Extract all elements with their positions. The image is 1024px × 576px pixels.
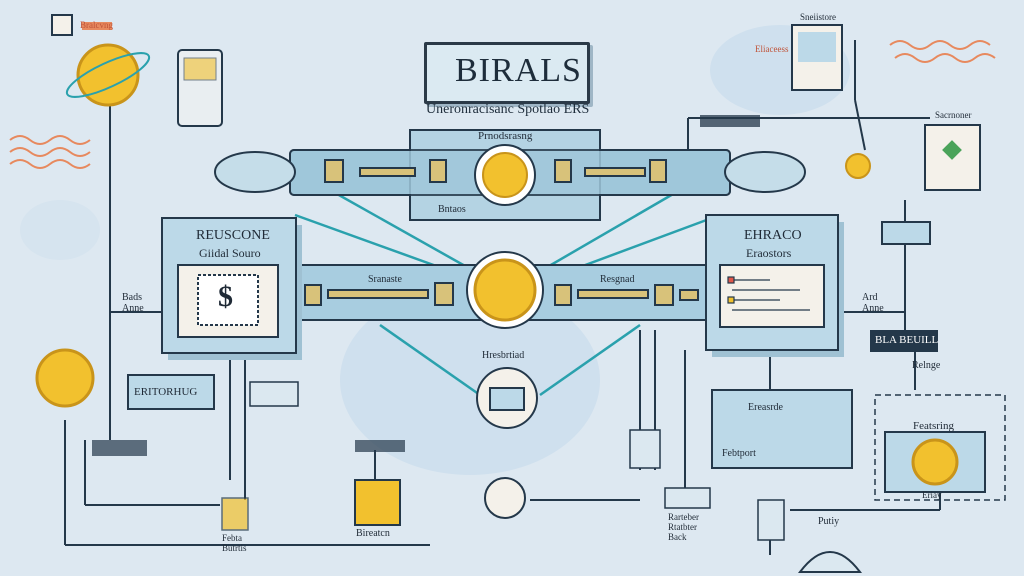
top-bar-label: Prnodsrasng — [478, 130, 533, 142]
dollar-symbol: $ — [218, 280, 233, 313]
top-bar-pipes — [324, 159, 667, 183]
lower-right-panel-label: Ereasrde — [748, 402, 783, 413]
center-bar-pipes — [304, 282, 699, 306]
top-right-barcode — [700, 115, 760, 127]
wave-decoration-left — [9, 135, 91, 169]
lower-right-panel-sublabel: Febtport — [722, 448, 756, 459]
bottom-left-label: Febta Butrtis — [222, 533, 247, 553]
bottom-far-right-label: Putiy — [818, 516, 840, 527]
hub-label: Hresbrtiad — [482, 350, 525, 361]
left-small-box-label: ERITORHUG — [134, 386, 198, 398]
coin-left — [35, 348, 95, 408]
left-barcode — [92, 440, 147, 456]
right-panel-heading: EHRACO — [744, 228, 802, 243]
diagram-title: BIRALS — [455, 52, 582, 89]
background-blob — [340, 285, 600, 475]
top-left-tag — [82, 22, 112, 30]
bottom-right-box-sublabel: Eriay — [922, 490, 942, 500]
top-right-tag-label: Eliaceess — [755, 44, 789, 54]
hub-screen — [489, 387, 525, 411]
ledger-lines — [727, 276, 810, 311]
ledger-card — [719, 264, 825, 328]
center-bar-right-label: Resgnad — [600, 274, 635, 285]
left-panel-heading: REUSCONE — [196, 228, 270, 243]
coin-top — [482, 152, 528, 198]
left-small-box — [127, 374, 215, 410]
phone-screen — [183, 57, 217, 81]
bottom-mid-card — [354, 479, 401, 526]
coin-bottom-right — [911, 438, 959, 486]
dashed-frame — [874, 394, 1006, 501]
left-mid-label: Bads Anne — [122, 292, 144, 314]
bottom-mid-left-label: Bireatcn — [356, 528, 390, 539]
top-bar-left-cap — [214, 151, 296, 193]
left-mini-card — [249, 381, 299, 407]
coin-center — [473, 258, 537, 322]
right-top-device — [881, 221, 931, 245]
right-card-label: Sacrnoner — [935, 110, 972, 120]
lower-right-panel — [711, 389, 853, 469]
money-card-inner — [197, 274, 259, 326]
mid-right-card — [629, 429, 661, 469]
upper-left-tag-label: Bralcvng — [80, 20, 113, 30]
right-panel-subheading: Eraostors — [746, 246, 792, 260]
bottom-left-card — [221, 497, 249, 531]
background-blob — [20, 200, 100, 260]
coin-small-right — [845, 153, 871, 179]
top-bar-right-cap — [724, 151, 806, 193]
right-mid-label: Ard Anne — [862, 292, 884, 314]
top-bar-bottom-label: Bntaos — [438, 204, 466, 215]
top-right-document-image — [798, 32, 836, 62]
bottom-mid-right-label: Rarteber Rtatbter Back — [668, 512, 699, 542]
right-box-label: BLA BEUILL — [875, 334, 939, 346]
mid-barcode — [355, 440, 405, 452]
coin-top-left — [65, 43, 151, 107]
wave-decoration-right — [889, 40, 996, 63]
title-box — [424, 42, 590, 104]
bottom-far-card — [757, 499, 785, 541]
bottom-right-dome — [797, 551, 863, 573]
left-panel-subheading: Giidal Souro — [199, 246, 261, 260]
bottom-node — [484, 477, 526, 519]
diagram-subtitle: Uneronracisanc Spotlao ERS — [426, 102, 590, 117]
bottom-right-box-label: Featsring — [913, 420, 954, 432]
center-bar-left-label: Sranaste — [368, 274, 402, 285]
right-box-label-bg — [870, 330, 938, 352]
bottom-mid-right-card — [664, 487, 711, 509]
edit-icon — [51, 14, 73, 36]
right-box-sublabel: Relnge — [912, 360, 941, 371]
top-right-doc-label: Sneiistore — [800, 12, 836, 22]
